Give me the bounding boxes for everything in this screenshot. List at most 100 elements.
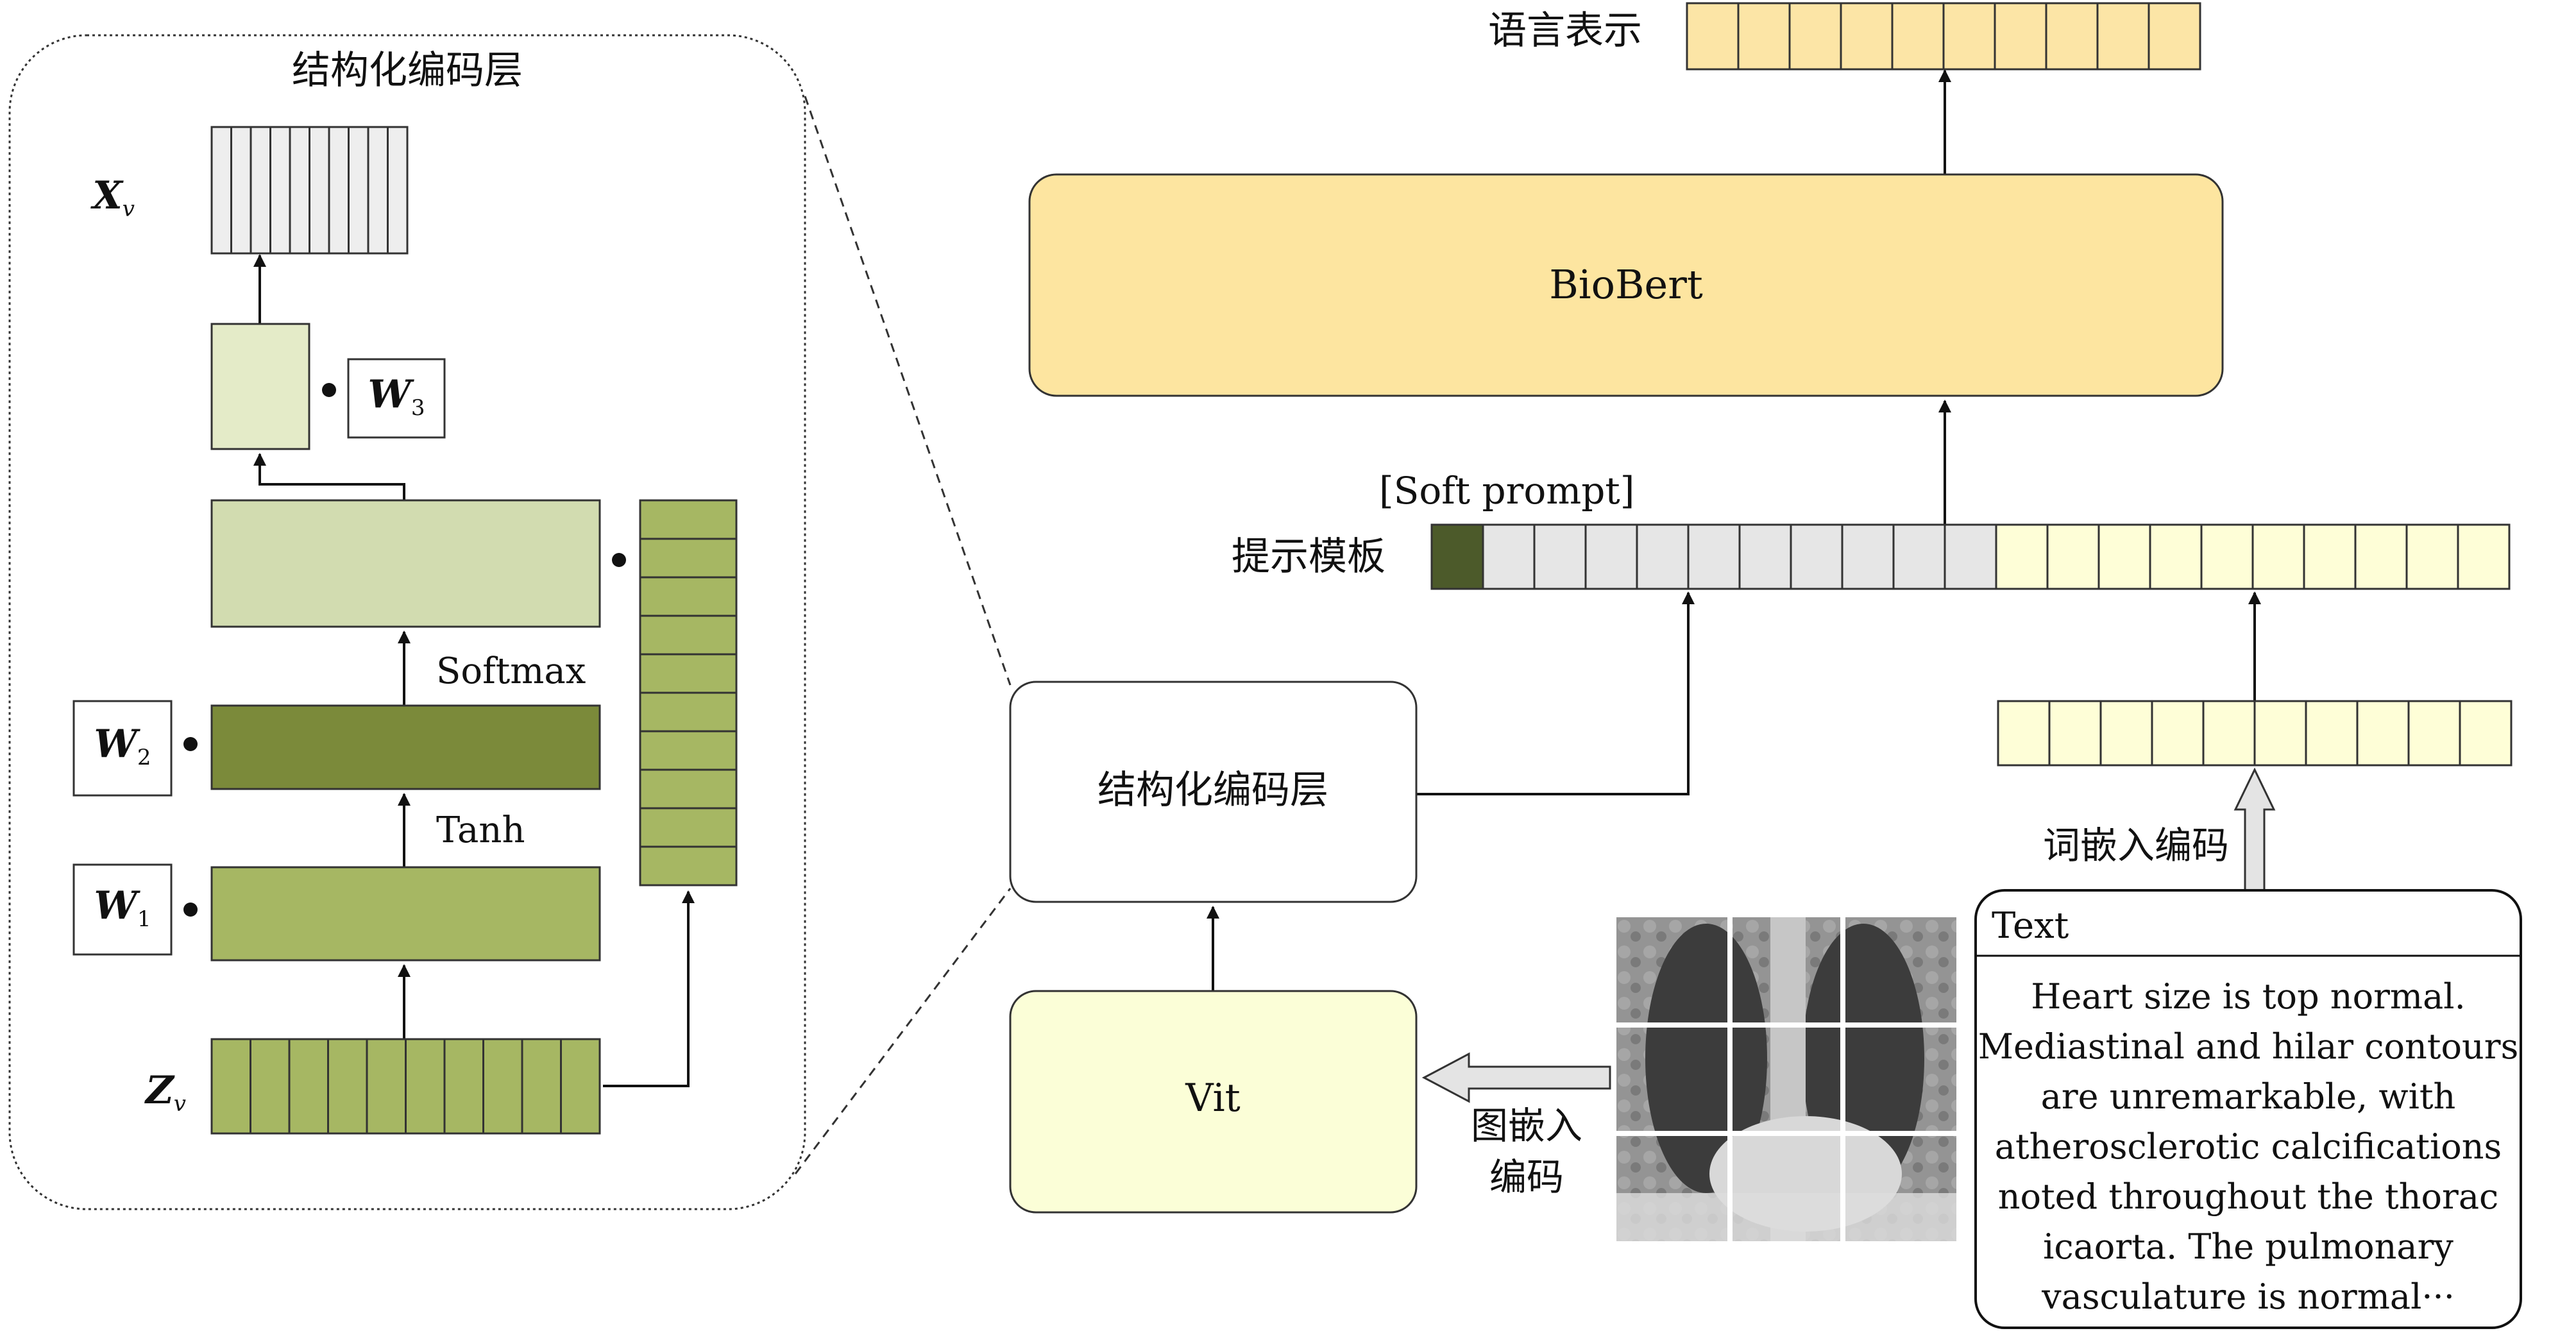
tanh-label: Tanh — [436, 810, 525, 851]
prompt-token — [2046, 523, 2100, 590]
word-token — [2407, 700, 2461, 767]
side-column-cell — [639, 691, 738, 733]
zv-token — [366, 1038, 407, 1135]
text-line: Mediastinal and hilar contours — [1978, 1026, 2519, 1067]
word-token — [2202, 700, 2256, 767]
language-token — [1737, 2, 1791, 71]
w1-layer — [210, 866, 601, 962]
prompt-token — [1790, 523, 1843, 590]
zoom-line-bottom — [794, 888, 1012, 1174]
xv-token — [348, 126, 369, 255]
w3-layer — [210, 323, 310, 450]
word-token — [2253, 700, 2307, 767]
zv-token — [327, 1038, 368, 1135]
softmax-to-w3-arrow — [253, 453, 405, 500]
prompt-token — [2303, 523, 2357, 590]
encoder-to-soft-prompt-arrow — [1416, 591, 1695, 795]
xv-token — [210, 126, 232, 255]
svg-text:W3: W3 — [368, 372, 425, 421]
prompt-token — [2354, 523, 2408, 590]
svg-text:Xv: Xv — [90, 173, 135, 222]
w3-symbol: W — [368, 372, 414, 417]
language-token — [2096, 2, 2150, 71]
structured-encoder-label: 结构化编码层 — [1097, 768, 1328, 813]
text-box-title: Text — [1992, 905, 2069, 947]
soft-prompt-label: [Soft prompt] — [1379, 469, 1634, 513]
prompt-token — [1533, 523, 1587, 590]
side-column-cell — [639, 807, 738, 848]
zv-token — [405, 1038, 446, 1135]
prompt-token — [2457, 523, 2511, 590]
image-embed-label-line1: 图嵌入 — [1471, 1104, 1582, 1148]
prompt-template-label: 提示模板 — [1232, 534, 1385, 579]
w2-weight-box — [72, 700, 173, 797]
text-line: icaorta. The pulmonary — [2043, 1226, 2453, 1267]
biobert-label: BioBert — [1549, 261, 1703, 308]
prompt-token — [1584, 523, 1638, 590]
xv-token — [230, 126, 252, 255]
text-line: noted throughout the thorac — [1998, 1176, 2499, 1217]
left-panel-title: 结构化编码层 — [292, 48, 523, 93]
language-token — [1942, 2, 1996, 71]
w3-dot — [322, 383, 336, 397]
language-token — [2148, 2, 2201, 71]
side-column-cell — [639, 538, 738, 579]
side-column — [639, 499, 738, 886]
word-token — [2151, 700, 2205, 767]
zv-token — [250, 1038, 291, 1135]
zv-token — [521, 1038, 562, 1135]
side-column-cell — [639, 768, 738, 810]
zv-token — [560, 1038, 601, 1135]
word-token — [2048, 700, 2102, 767]
language-token — [1840, 2, 1894, 71]
prompt-template-tokens — [1430, 523, 2511, 590]
language-token — [1686, 2, 1740, 71]
word-token — [2356, 700, 2410, 767]
word-embed-arrow — [2233, 767, 2276, 892]
word-token — [2099, 700, 2153, 767]
w1-symbol: W — [94, 883, 140, 928]
prompt-token — [1687, 523, 1741, 590]
prompt-token — [2097, 523, 2151, 590]
w2-layer — [210, 704, 601, 790]
word-token — [1997, 700, 2051, 767]
word-embedding-tokens — [1997, 700, 2512, 767]
xv-token — [367, 126, 389, 255]
w2-symbol: W — [94, 722, 140, 767]
zoom-line-top — [804, 96, 1012, 686]
prompt-token — [2200, 523, 2254, 590]
svg-text:W1: W1 — [94, 883, 151, 932]
prompt-token — [2149, 523, 2203, 590]
side-column-cell — [639, 730, 738, 771]
zv-token — [288, 1038, 329, 1135]
language-token — [2045, 2, 2099, 71]
image-embed-arrow — [1421, 1052, 1611, 1103]
zv-subscript: v — [174, 1091, 186, 1117]
text-line: are unremarkable, with — [2041, 1076, 2456, 1117]
w2-dot — [183, 737, 198, 751]
biobert-block — [1028, 173, 2224, 397]
softmax-label: Softmax — [436, 650, 586, 692]
xv-tokens — [210, 126, 409, 255]
zv-token — [210, 1038, 251, 1135]
zv-token — [443, 1038, 484, 1135]
word-embed-label: 词嵌入编码 — [2043, 824, 2229, 867]
text-line: Heart size is top normal. — [2031, 976, 2466, 1017]
xv-token — [328, 126, 350, 255]
prompt-token — [1892, 523, 1946, 590]
zv-token — [482, 1038, 523, 1135]
prompt-token — [1995, 523, 2049, 590]
structured-encoder-box — [1009, 681, 1418, 903]
word-token — [2305, 700, 2359, 767]
left-panel: 结构化编码层 Xv W3 Softmax W2 — [8, 34, 806, 1210]
w2-subscript: 2 — [137, 745, 151, 770]
language-token — [1891, 2, 1945, 71]
prompt-token — [2251, 523, 2305, 590]
text-box-body: Heart size is top normal. Mediastinal an… — [1978, 976, 2519, 1317]
svg-text:Zv: Zv — [144, 1068, 186, 1117]
prompt-token — [1636, 523, 1690, 590]
language-repr-tokens — [1686, 2, 2201, 71]
prompt-token — [2405, 523, 2459, 590]
side-column-cell — [639, 499, 738, 540]
vit-block — [1009, 990, 1418, 1214]
